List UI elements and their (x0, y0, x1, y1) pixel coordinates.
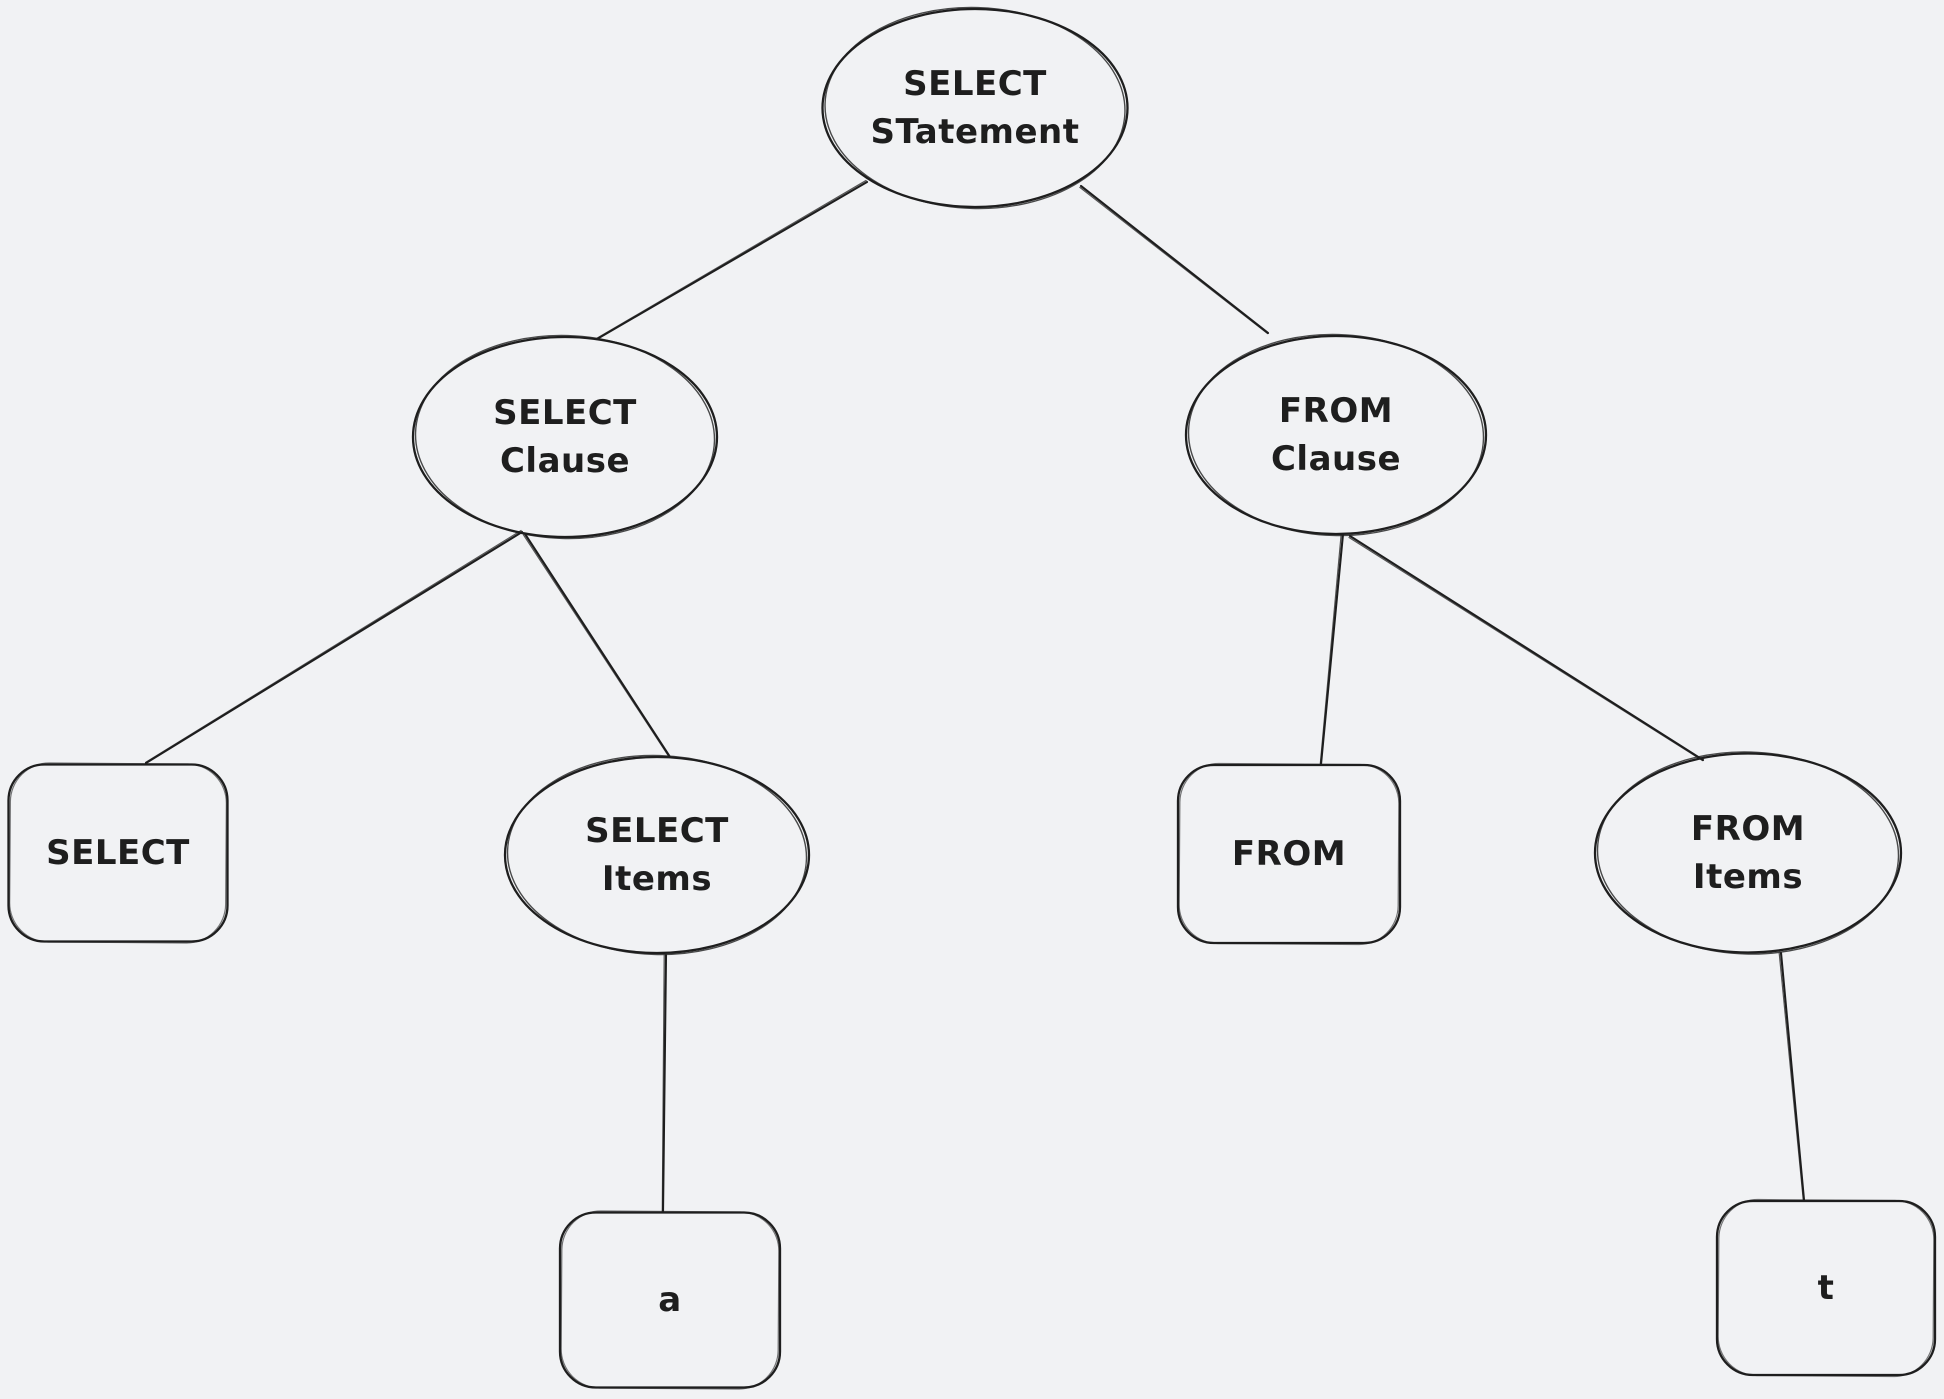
tree-edge-select-clause--select-keyword[interactable] (144, 529, 524, 765)
edge-line (1348, 536, 1704, 762)
edge-line (661, 953, 668, 1214)
edge-line (523, 532, 672, 759)
tree-edge-select-statement--from-clause[interactable] (1079, 184, 1270, 335)
tree-edge-select-items--item-a[interactable] (661, 953, 668, 1214)
select-keyword-rect-outline (9, 762, 227, 944)
tree-edge-from-clause--from-items[interactable] (1348, 534, 1705, 762)
edge-line (1319, 532, 1345, 766)
from-clause-ellipse-outline (1187, 333, 1485, 537)
edge-line (1778, 952, 1804, 1201)
select-items-ellipse-outline (503, 755, 811, 955)
tree-node-select-keyword[interactable] (7, 762, 229, 944)
select-clause-ellipse-outline (414, 334, 716, 540)
edge-line (596, 179, 867, 339)
from-items-ellipse-outline (1593, 752, 1903, 954)
item-t-rect-outline (1717, 1198, 1935, 1378)
tree-edge-select-statement--select-clause[interactable] (595, 179, 869, 341)
tree-edge-from-clause--from-keyword[interactable] (1319, 532, 1345, 766)
edge-line (1079, 186, 1269, 335)
tree-node-select-statement[interactable] (821, 3, 1129, 213)
tree-edge-select-clause--select-items[interactable] (522, 532, 672, 759)
item-a-rect-outline (558, 1211, 782, 1389)
tree-node-from-keyword[interactable] (1176, 762, 1402, 946)
from-clause-ellipse-outline (1184, 334, 1488, 536)
edge-line (522, 534, 670, 758)
select-items-ellipse-outline (506, 754, 808, 956)
edge-line (661, 954, 665, 1213)
tree-edge-from-items--item-t[interactable] (1778, 951, 1806, 1202)
from-keyword-rect-outline (1176, 763, 1402, 945)
item-a-rect-outline (560, 1210, 780, 1390)
tree-node-select-clause[interactable] (411, 331, 719, 543)
select-statement-ellipse-outline (821, 7, 1129, 209)
select-clause-ellipse-outline (411, 335, 719, 539)
edge-line (1348, 534, 1705, 762)
edge-line (1319, 533, 1342, 765)
select-statement-ellipse-outline (824, 6, 1126, 210)
from-items-ellipse-outline (1596, 751, 1900, 955)
edge-line (1779, 951, 1806, 1202)
tree-node-item-a[interactable] (558, 1210, 782, 1390)
tree-node-from-clause[interactable] (1184, 330, 1488, 540)
item-t-rect-outline (1715, 1199, 1937, 1377)
edge-line (145, 529, 522, 763)
from-keyword-rect-outline (1178, 762, 1400, 946)
tree-node-from-items[interactable] (1593, 748, 1903, 959)
tree-node-select-items[interactable] (503, 751, 811, 959)
edge-line (595, 180, 869, 341)
select-keyword-rect-outline (7, 763, 229, 943)
edge-line (1079, 184, 1270, 335)
tree-node-item-t[interactable] (1715, 1198, 1937, 1378)
edge-line (144, 530, 524, 765)
